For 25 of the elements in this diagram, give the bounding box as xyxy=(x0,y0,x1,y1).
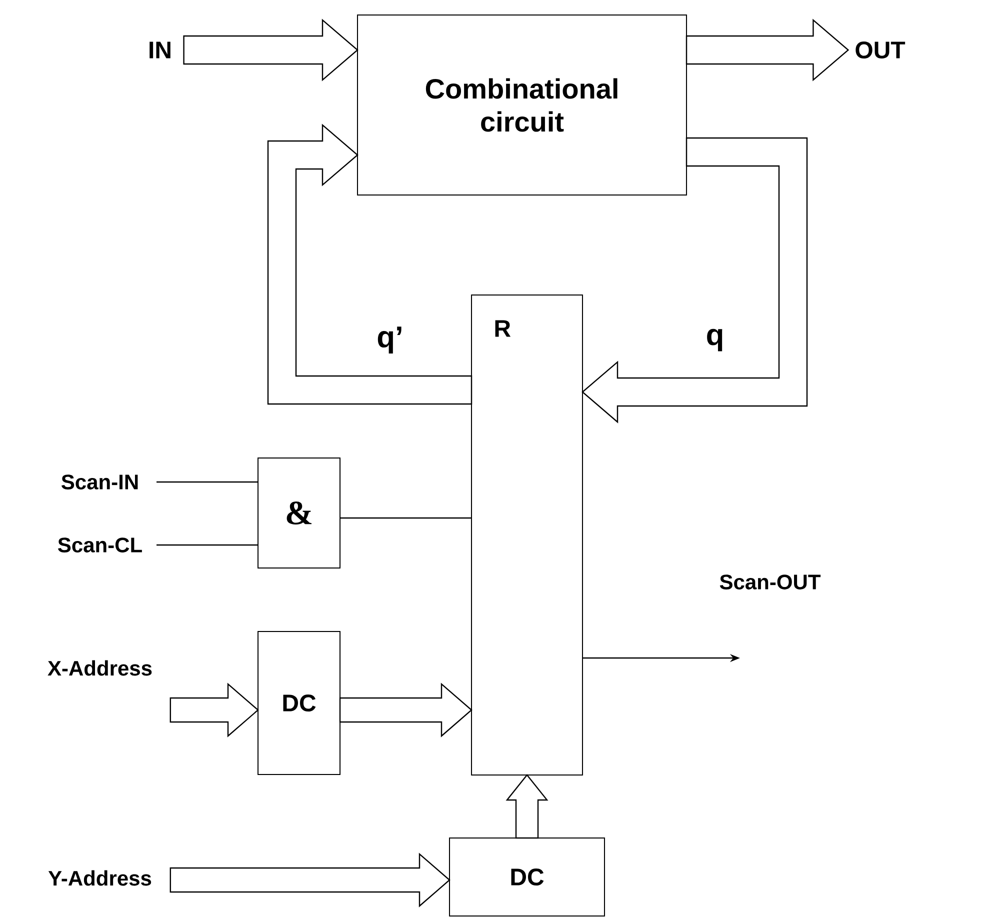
signal-label: OUT xyxy=(856,42,906,58)
signal-label: Scan-OUT xyxy=(720,574,821,590)
block-box: DC xyxy=(258,631,340,775)
bus-arrow xyxy=(170,852,450,908)
signal-label: Scan-CL xyxy=(58,538,142,552)
bus-arrow xyxy=(183,18,358,82)
signal-line xyxy=(156,544,258,546)
bus-arrow xyxy=(170,682,259,738)
register-box: R xyxy=(471,294,583,776)
bus-arrow xyxy=(686,18,850,82)
and-gate: & xyxy=(258,458,340,568)
bus-arrow xyxy=(339,682,472,738)
signal-label: X-Address xyxy=(48,660,152,676)
bus-arrow xyxy=(267,124,472,405)
block-box: Combinational circuit xyxy=(357,14,687,196)
signal-label: Scan-IN xyxy=(62,474,138,490)
signal-line xyxy=(340,517,472,519)
bus-arrow xyxy=(582,137,808,424)
signal-label: Y-Address xyxy=(48,870,152,886)
edge-label: q xyxy=(704,326,726,354)
bus-arrow xyxy=(506,774,548,839)
edge-label: q’ xyxy=(374,324,406,356)
signal-line xyxy=(156,481,258,483)
block-box: DC xyxy=(449,838,605,917)
signal-label: IN xyxy=(150,42,170,58)
